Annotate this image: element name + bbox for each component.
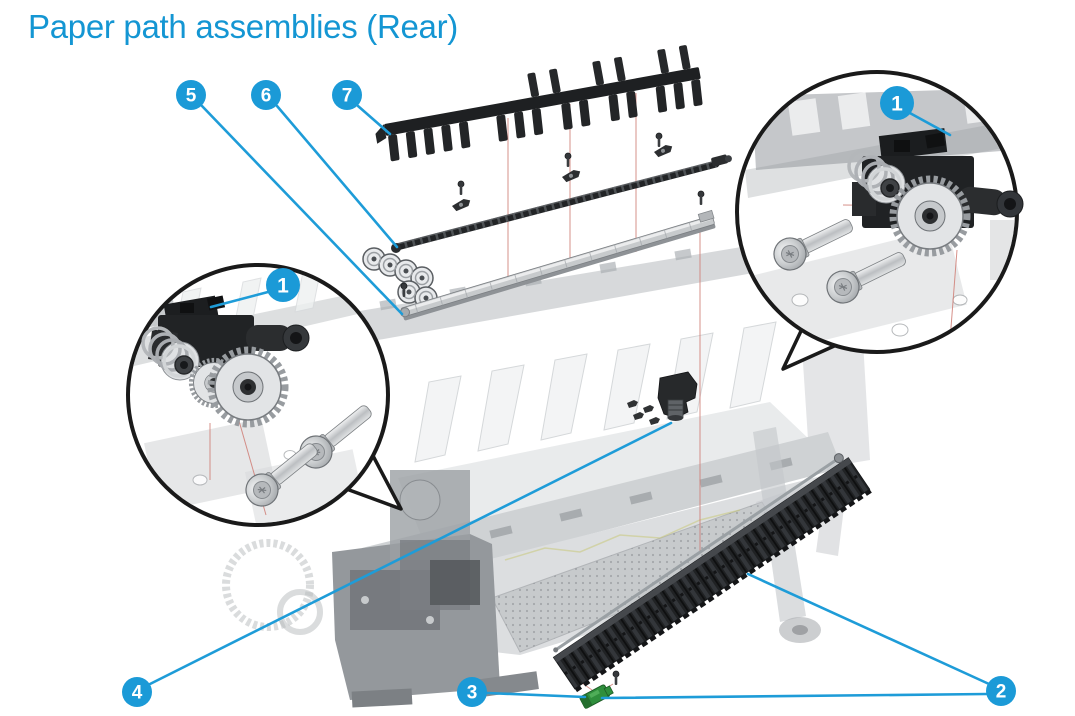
detail-left-gear-assembly bbox=[141, 295, 310, 424]
leader-line-6 bbox=[275, 104, 399, 249]
callout-5-number: 5 bbox=[186, 86, 197, 107]
leader-line-1-left bbox=[209, 290, 270, 309]
part-green-clip bbox=[579, 684, 614, 709]
part-comb-rail bbox=[375, 45, 703, 162]
detail-right-gear-assembly bbox=[847, 128, 1024, 253]
leader-line-2-lower bbox=[600, 692, 989, 700]
leader-line-7 bbox=[356, 104, 392, 136]
callout-7: 7 bbox=[332, 80, 362, 110]
leader-line-5 bbox=[200, 104, 404, 316]
part-rear-cleanout-assembly bbox=[552, 453, 872, 693]
callout-3: 3 bbox=[457, 677, 487, 707]
leader-lines bbox=[146, 104, 991, 700]
leader-line-2-upper bbox=[746, 572, 991, 686]
callout-2-number: 2 bbox=[996, 682, 1007, 703]
roller-cluster bbox=[362, 247, 438, 310]
part-sensor bbox=[627, 371, 698, 425]
callout-1-right-number: 1 bbox=[891, 93, 903, 116]
callout-2: 2 bbox=[986, 676, 1016, 706]
callout-5: 5 bbox=[176, 80, 206, 110]
page-title: Paper path assemblies (Rear) bbox=[28, 8, 458, 45]
callout-4-number: 4 bbox=[132, 683, 143, 704]
callout-6: 6 bbox=[251, 80, 281, 110]
leader-line-4 bbox=[146, 421, 673, 687]
clip-screw-icon bbox=[612, 670, 620, 686]
leader-line-1-right bbox=[906, 110, 952, 137]
callout-7-number: 7 bbox=[342, 86, 353, 107]
alignment-guides bbox=[507, 93, 701, 693]
callout-6-number: 6 bbox=[261, 86, 272, 107]
callout-1-left: 1 bbox=[266, 268, 300, 302]
part-linear-rail bbox=[400, 209, 716, 321]
callout-1-left-number: 1 bbox=[277, 275, 289, 298]
leader-line-3 bbox=[485, 691, 587, 699]
detail-circle-left: 1 bbox=[126, 263, 403, 527]
detail-circle-right: 1 bbox=[735, 70, 1024, 371]
callout-1-right: 1 bbox=[880, 86, 914, 120]
callout-4: 4 bbox=[122, 677, 152, 707]
callout-3-number: 3 bbox=[467, 683, 478, 704]
